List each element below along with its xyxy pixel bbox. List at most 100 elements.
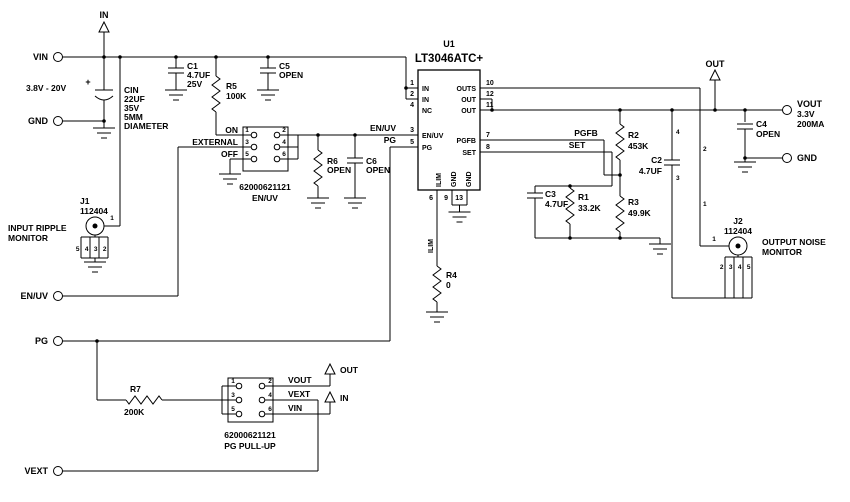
wires [62, 32, 783, 472]
enuv-terminal-label: EN/UV [20, 291, 48, 301]
jp2-in-arrow-label: IN [340, 393, 349, 403]
j2-pin-number: 3 [729, 264, 733, 271]
r3-resistor [615, 195, 625, 233]
c6-ref: C6 [366, 156, 377, 166]
pg-net-label: PG [384, 135, 397, 145]
in-arrow [98, 20, 110, 33]
jp2-pin-number: 4 [268, 392, 272, 399]
j1-pin-number: 1 [110, 215, 114, 222]
u1-pin-name: OUT [461, 108, 477, 115]
u1-pin-number: 4 [410, 102, 414, 109]
u1-pin-number: 9 [444, 195, 448, 202]
c1-value: 4.7UF [187, 70, 210, 80]
jp2-pin-number: 5 [231, 406, 235, 413]
j1-pin-number: 3 [94, 246, 98, 253]
r6-resistor [313, 149, 323, 187]
c1-voltage: 25V [187, 79, 202, 89]
j2-connector [728, 236, 748, 256]
c2-terminal-number: 3 [676, 175, 680, 182]
r7-ref: R7 [130, 384, 141, 394]
jp2-out-arrow-label: OUT [340, 365, 359, 375]
j2-part-number: 112404 [724, 226, 752, 236]
vin-range-label: 3.8V - 20V [26, 83, 66, 93]
jp2-pin-number: 1 [231, 378, 235, 385]
enuv-net-label: EN/UV [370, 123, 396, 133]
u1-pin-name: OUTS [457, 86, 477, 93]
jp2-part-number: 62000621121 [224, 430, 276, 440]
in-net-label: IN [100, 10, 109, 20]
j2-pin-number: 2 [720, 264, 724, 271]
pg-terminal-label: PG [35, 336, 48, 346]
cin-capacitor [94, 89, 114, 101]
j1-pin-number: 4 [85, 246, 89, 253]
vin-terminal [53, 52, 63, 62]
vout-terminal [782, 105, 792, 115]
jp2-pin-number: 2 [268, 378, 272, 385]
j2-refdes: J2 [733, 216, 743, 226]
jp2-pin-number: 3 [231, 392, 235, 399]
ground-symbol [92, 127, 116, 139]
enuv-terminal [53, 291, 63, 301]
u1-pin-name: PGFB [457, 138, 476, 145]
c5-ref: C5 [279, 61, 290, 71]
cin-value: 22UF [124, 94, 145, 104]
vin-terminal-label: VIN [33, 52, 48, 62]
out-arrow [709, 68, 721, 81]
c2-capacitor [664, 159, 680, 166]
u1-pin-name: GND [451, 171, 458, 187]
u1-pin-name: IN [422, 97, 429, 104]
r3-value: 49.9K [628, 208, 652, 218]
jp2-net-vext: VEXT [288, 389, 311, 399]
vout-voltage: 3.3V [797, 109, 815, 119]
vout-current: 200MA [797, 119, 824, 129]
c1-ref: C1 [187, 61, 198, 71]
ground-symbol [343, 197, 367, 209]
c4-ref: C4 [756, 119, 767, 129]
u1-pin-number: 3 [410, 127, 414, 134]
jp2-in-arrow [324, 390, 336, 403]
pgfb-net-label: PGFB [574, 128, 598, 138]
ground-symbol [164, 89, 188, 101]
r4-ref: R4 [446, 270, 457, 280]
c5-capacitor [260, 67, 276, 74]
c4-capacitor [737, 123, 753, 130]
j1-part-number: 112404 [80, 206, 108, 216]
r2-ref: R2 [628, 130, 639, 140]
u1-refdes: U1 [443, 39, 455, 49]
c5-value: OPEN [279, 70, 303, 80]
jp1-option-off: OFF [221, 149, 238, 159]
jp1-pin-number: 1 [245, 127, 249, 134]
u1-pin-number: 2 [410, 91, 414, 98]
j1-caption: MONITOR [8, 233, 48, 243]
gnd-right-label: GND [797, 153, 818, 163]
jp1-pin-number: 4 [282, 139, 286, 146]
ground-symbol [218, 173, 242, 185]
cin-polarity-plus: + [85, 77, 90, 87]
r7-value: 200K [124, 407, 145, 417]
r6-ref: R6 [327, 156, 338, 166]
jp2-net-vin: VIN [288, 403, 302, 413]
r5-value: 100K [226, 91, 247, 101]
ilim-net-label: ILIM [428, 239, 435, 253]
c1-capacitor [168, 67, 184, 74]
c6-value: OPEN [366, 165, 390, 175]
ground-symbol [448, 211, 471, 223]
jp2-pin-number: 6 [268, 406, 272, 413]
jp1-pin-number: 3 [245, 139, 249, 146]
r5-ref: R5 [226, 81, 237, 91]
jp2-out-arrow [324, 362, 336, 375]
jp1-name: EN/UV [252, 193, 278, 203]
ground-symbol [425, 311, 449, 323]
gnd-terminal-label: GND [28, 116, 49, 126]
u1-pin-name: PG [422, 145, 433, 152]
jp1-pin-number: 6 [282, 151, 286, 158]
u1-pin-name: NC [422, 108, 432, 115]
u1-pin-number: 13 [455, 195, 463, 202]
set-net-label: SET [569, 140, 586, 150]
vext-terminal [53, 466, 63, 476]
u1-pin-number: 1 [410, 80, 414, 87]
jp1-option-on: ON [225, 125, 238, 135]
r2-resistor [615, 123, 625, 161]
